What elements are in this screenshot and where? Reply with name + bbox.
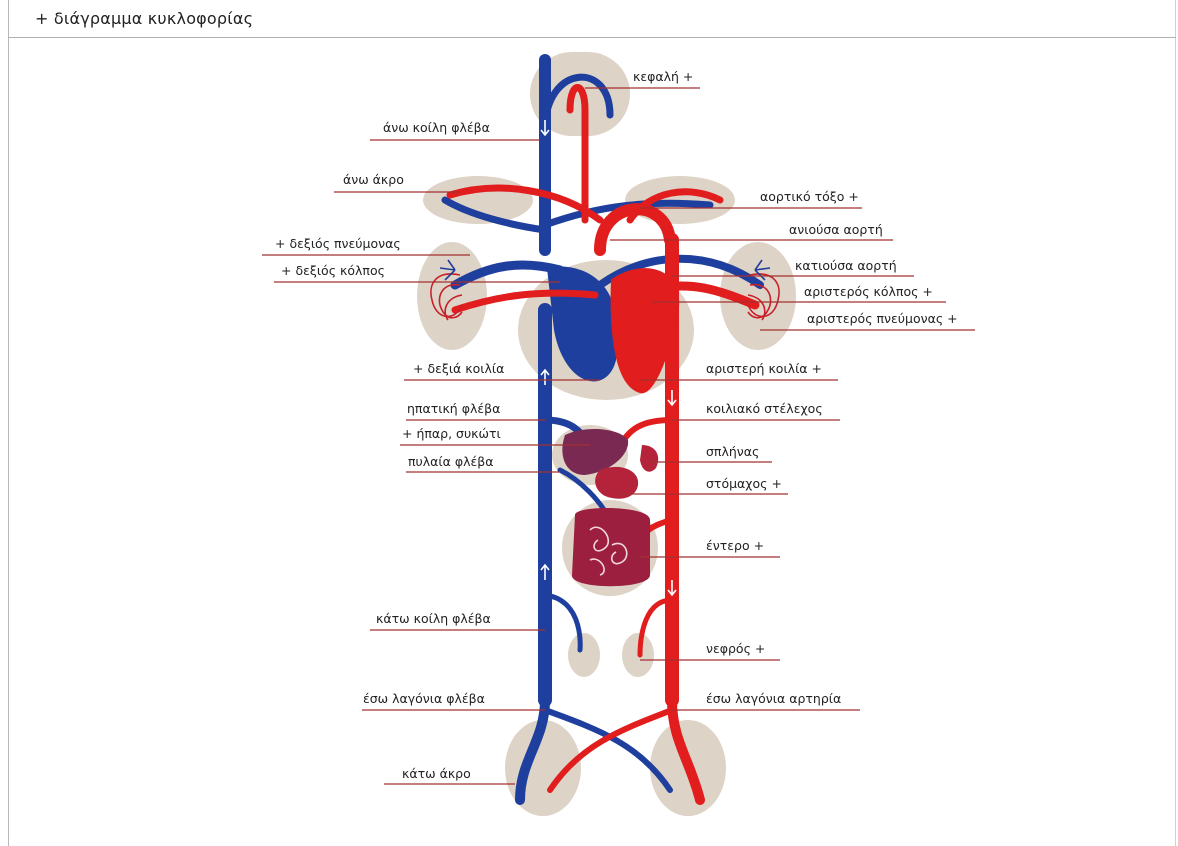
- label-hepatic-vein: ηπατική φλέβα: [407, 402, 500, 416]
- intestine-shape: [572, 508, 650, 586]
- label-left-ventricle[interactable]: αριστερή κοιλία +: [706, 362, 822, 376]
- label-portal-vein: πυλαία φλέβα: [408, 455, 493, 469]
- label-internal-iliac-artery: έσω λαγόνια αρτηρία: [706, 692, 841, 706]
- right-lung-silhouette: [417, 242, 487, 350]
- label-head[interactable]: κεφαλή +: [633, 70, 693, 84]
- spleen-shape: [640, 445, 658, 472]
- label-left-lung[interactable]: αριστερός πνεύμονας +: [807, 312, 958, 326]
- label-spleen: σπλήνας: [706, 445, 759, 459]
- label-intestine[interactable]: έντερο +: [706, 539, 764, 553]
- label-inferior-vena-cava: κάτω κοίλη φλέβα: [376, 612, 491, 626]
- label-right-atrium[interactable]: + δεξιός κόλπος: [281, 264, 385, 278]
- label-upper-limb: άνω άκρο: [343, 173, 404, 187]
- label-right-ventricle[interactable]: + δεξιά κοιλία: [413, 362, 504, 376]
- label-superior-vena-cava: άνω κοίλη φλέβα: [383, 121, 490, 135]
- kidney-right-silhouette: [568, 633, 600, 677]
- label-left-atrium[interactable]: αριστερός κόλπος +: [804, 285, 933, 299]
- label-lower-limb: κάτω άκρο: [402, 767, 471, 781]
- label-aortic-arch[interactable]: αορτικό τόξο +: [760, 190, 859, 204]
- label-ascending-aorta: ανιούσα αορτή: [789, 223, 883, 237]
- label-celiac-trunk: κοιλιακό στέλεχος: [706, 402, 823, 416]
- label-descending-aorta: κατιούσα αορτή: [795, 259, 897, 273]
- label-liver[interactable]: + ήπαρ, συκώτι: [402, 427, 501, 441]
- label-kidney[interactable]: νεφρός +: [706, 642, 765, 656]
- label-stomach[interactable]: στόμαχος +: [706, 477, 782, 491]
- label-right-lung[interactable]: + δεξιός πνεύμονας: [275, 237, 401, 251]
- label-internal-iliac-vein: έσω λαγόνια φλέβα: [363, 692, 485, 706]
